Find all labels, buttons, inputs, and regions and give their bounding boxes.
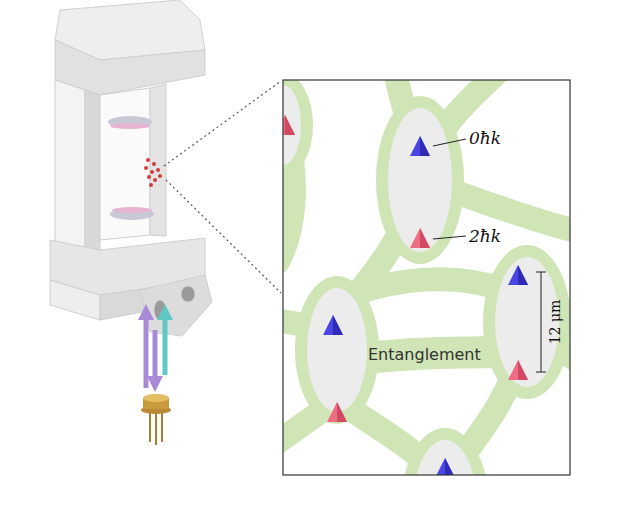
laser-arrow bbox=[138, 304, 154, 320]
zoom-line bbox=[166, 180, 281, 293]
entanglement-web bbox=[376, 96, 464, 264]
entanglement-label: Entanglement bbox=[368, 345, 481, 364]
state-label: 2ħk bbox=[469, 226, 501, 246]
laser-arrow bbox=[163, 318, 168, 375]
dimension-bracket bbox=[536, 372, 546, 373]
mirror bbox=[110, 123, 150, 129]
apparatus-body bbox=[50, 0, 212, 336]
atom-state bbox=[518, 265, 528, 285]
mirror bbox=[112, 207, 152, 213]
photodiode bbox=[161, 410, 163, 442]
atom-state bbox=[283, 115, 528, 475]
atom-cloud bbox=[158, 174, 162, 178]
atom-state bbox=[283, 115, 295, 135]
photodiode bbox=[155, 410, 157, 445]
atom-cloud bbox=[153, 178, 157, 182]
dimension-bracket bbox=[536, 272, 546, 372]
atom-well bbox=[388, 108, 452, 252]
atom-state bbox=[337, 402, 347, 422]
atom-state bbox=[420, 228, 430, 248]
atom-state bbox=[518, 360, 528, 380]
atom-state bbox=[327, 402, 347, 422]
leader-line bbox=[433, 236, 466, 239]
apparatus-body bbox=[50, 280, 100, 320]
entanglement-web bbox=[483, 245, 570, 399]
atom-cloud bbox=[144, 166, 148, 170]
mirror bbox=[108, 116, 152, 128]
laser-arrow bbox=[153, 330, 158, 378]
laser-arrow bbox=[138, 304, 173, 392]
atom-cloud bbox=[146, 158, 150, 162]
zoom-panel bbox=[283, 80, 570, 475]
zoom-line bbox=[164, 81, 281, 293]
entanglement-web bbox=[283, 80, 570, 475]
laser-arrow bbox=[157, 304, 173, 320]
atom-state bbox=[420, 136, 430, 156]
atom-cloud bbox=[150, 170, 154, 174]
apparatus-body bbox=[55, 40, 205, 95]
apparatus-body bbox=[181, 286, 195, 302]
panel-frame bbox=[283, 80, 570, 475]
leader-line bbox=[433, 139, 466, 146]
leader-line bbox=[433, 139, 466, 239]
photodiode bbox=[141, 394, 171, 445]
atom-state bbox=[445, 458, 455, 475]
dimension-bracket bbox=[536, 272, 546, 273]
atom-state bbox=[435, 458, 455, 475]
atom-cloud bbox=[156, 168, 160, 172]
dimension-bracket bbox=[541, 272, 542, 372]
apparatus-body bbox=[55, 80, 85, 265]
entanglement-web bbox=[283, 80, 570, 475]
atom-cloud bbox=[144, 158, 162, 187]
mirror bbox=[108, 116, 154, 220]
state-label: 0ħk bbox=[469, 128, 501, 148]
atom-state bbox=[410, 228, 430, 248]
apparatus-body bbox=[85, 90, 100, 265]
atom-well bbox=[283, 85, 301, 165]
atom-well bbox=[413, 440, 477, 475]
laser-arrow bbox=[147, 376, 163, 392]
entanglement-web bbox=[283, 80, 313, 177]
dimension-label: 12 μm bbox=[547, 300, 563, 345]
atom-well bbox=[307, 288, 367, 412]
entanglement-web bbox=[401, 428, 489, 475]
atom-state bbox=[508, 265, 528, 285]
atom-state bbox=[333, 315, 343, 335]
apparatus-body bbox=[140, 275, 212, 336]
mirror bbox=[110, 208, 154, 220]
atom-state bbox=[508, 360, 528, 380]
atom-state bbox=[323, 315, 343, 335]
atom-state bbox=[285, 115, 295, 135]
atom-state bbox=[410, 136, 430, 156]
atom-well bbox=[283, 85, 559, 475]
atom-cloud bbox=[152, 162, 156, 166]
atom-cloud bbox=[147, 175, 151, 179]
entanglement-web bbox=[283, 80, 570, 475]
entanglement-web bbox=[295, 276, 379, 424]
zoom-line bbox=[164, 81, 281, 166]
atom-cloud bbox=[149, 183, 153, 187]
photodiode bbox=[149, 410, 151, 442]
photodiode bbox=[143, 394, 169, 402]
